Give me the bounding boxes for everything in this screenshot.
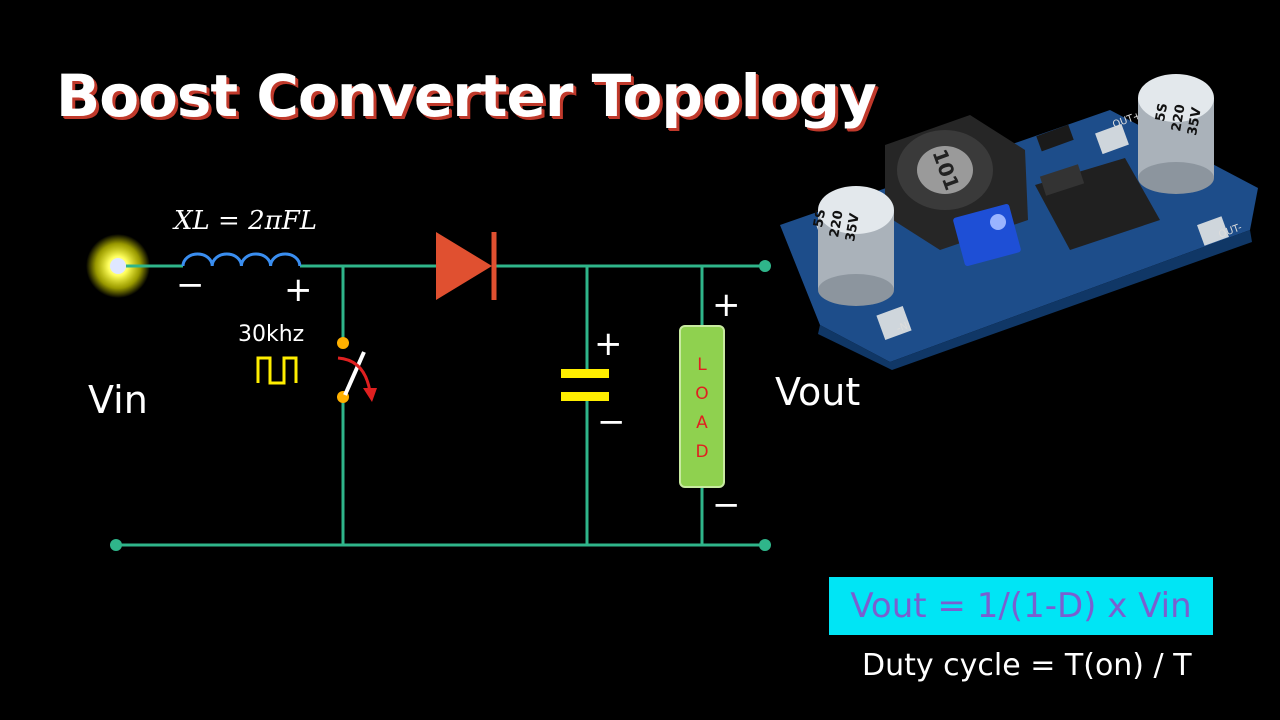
load-label: L O A D bbox=[695, 355, 708, 462]
potentiometer-screw bbox=[990, 214, 1006, 230]
cap-marking-line: 35V bbox=[1185, 106, 1205, 136]
cap-marking-line: 5S bbox=[1153, 102, 1171, 123]
wires bbox=[116, 264, 765, 547]
pad bbox=[1197, 216, 1229, 246]
switch-contact-top bbox=[337, 337, 349, 349]
capacitor-minus-sign: − bbox=[597, 402, 626, 442]
boost-output-formula: Vout = 1/(1-D) x Vin bbox=[829, 577, 1213, 635]
capacitor-plate-top bbox=[561, 369, 609, 378]
capacitor-left-top bbox=[818, 186, 894, 234]
capacitor-plus-sign: + bbox=[594, 324, 623, 364]
vin-terminal bbox=[110, 258, 126, 274]
capacitor-left-base bbox=[818, 274, 894, 306]
load-letter: O bbox=[695, 384, 708, 404]
switch-lever bbox=[343, 351, 366, 396]
capacitor-left-marking: 5S 220 35V bbox=[811, 208, 863, 243]
duty-cycle-formula: Duty cycle = T(on) / T bbox=[862, 648, 1192, 683]
cap-marking-line: 220 bbox=[827, 209, 846, 238]
boost-module-photo: -NI OUT+ OUT- 101 5S 220 35V 5S 220 35V bbox=[780, 74, 1258, 370]
vout-label: Vout bbox=[775, 370, 861, 414]
inductor-core bbox=[917, 146, 973, 194]
switch-frequency-label: 30khz bbox=[238, 322, 305, 347]
switch-action-arrow bbox=[337, 356, 372, 393]
ground-left-terminal bbox=[110, 539, 122, 551]
vout-top-terminal bbox=[759, 260, 771, 272]
diode bbox=[436, 232, 492, 300]
cap-marking-line: 220 bbox=[1169, 103, 1188, 132]
square-wave-icon bbox=[256, 356, 298, 385]
cap-marking-line: 5S bbox=[811, 208, 829, 229]
switch-arrow-head bbox=[363, 388, 377, 402]
load-letter: A bbox=[696, 413, 708, 433]
capacitor-plate-bottom bbox=[561, 392, 609, 401]
load-letter: L bbox=[697, 355, 707, 375]
capacitor-right-top bbox=[1138, 74, 1214, 122]
ic-tab bbox=[1039, 164, 1085, 196]
vin-label: Vin bbox=[88, 378, 148, 422]
inductor-minus-sign: − bbox=[176, 265, 205, 305]
vout-bottom-terminal bbox=[759, 539, 771, 551]
inductor bbox=[181, 252, 302, 267]
capacitor-right-marking: 5S 220 35V bbox=[1153, 102, 1205, 137]
cap-marking-line: 35V bbox=[843, 212, 863, 242]
load-letter: D bbox=[695, 442, 708, 462]
load-minus-sign: − bbox=[712, 485, 741, 525]
page-title: Boost Converter Topology bbox=[56, 62, 877, 130]
load-resistor bbox=[679, 325, 725, 488]
inductor-reactance-formula: XL = 2πFL bbox=[174, 206, 318, 236]
pin-label: -NI bbox=[895, 320, 912, 335]
smd-diode bbox=[1036, 124, 1074, 152]
inductor-plus-sign: + bbox=[284, 270, 313, 310]
pad bbox=[876, 305, 912, 341]
load-plus-sign: + bbox=[712, 285, 741, 325]
pad bbox=[1095, 123, 1129, 155]
capacitor-right-base bbox=[1138, 162, 1214, 194]
